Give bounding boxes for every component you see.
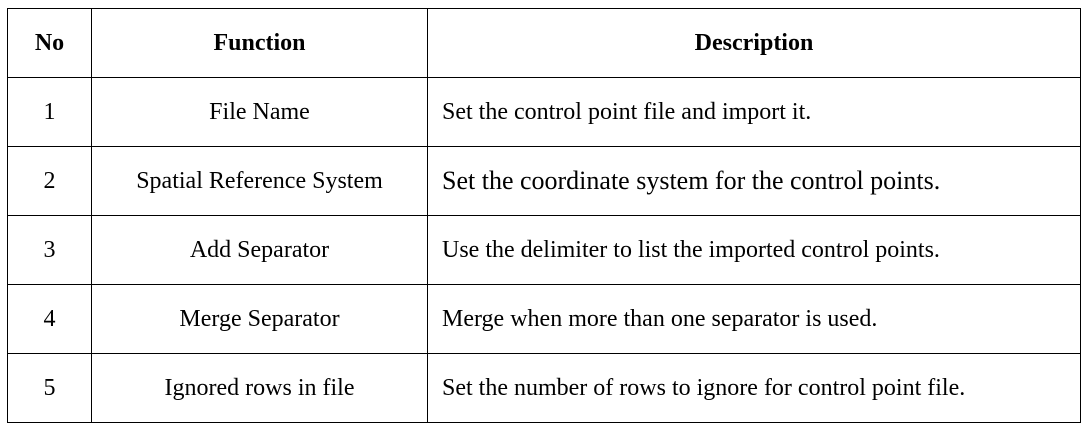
function-description: Set the number of rows to ignore for con… [427, 353, 1081, 423]
header-description: Description [427, 8, 1081, 78]
function-table: No Function Description 1 File Name Set … [7, 8, 1081, 423]
table-row: 1 File Name Set the control point file a… [7, 77, 1081, 147]
table-row: 5 Ignored rows in file Set the number of… [7, 353, 1081, 423]
row-number: 4 [7, 284, 92, 354]
table-header-row: No Function Description [7, 8, 1081, 78]
row-number: 3 [7, 215, 92, 285]
table-row: 4 Merge Separator Merge when more than o… [7, 284, 1081, 354]
header-function: Function [91, 8, 428, 78]
function-name: File Name [91, 77, 428, 147]
table-row: 3 Add Separator Use the delimiter to lis… [7, 215, 1081, 285]
function-table-container: No Function Description 1 File Name Set … [7, 8, 1081, 423]
function-description: Merge when more than one separator is us… [427, 284, 1081, 354]
function-name: Merge Separator [91, 284, 428, 354]
row-number: 2 [7, 146, 92, 216]
function-name: Ignored rows in file [91, 353, 428, 423]
table-row: 2 Spatial Reference System Set the coord… [7, 146, 1081, 216]
function-description: Set the coordinate system for the contro… [427, 146, 1081, 216]
function-name: Spatial Reference System [91, 146, 428, 216]
header-no: No [7, 8, 92, 78]
row-number: 1 [7, 77, 92, 147]
function-description: Use the delimiter to list the imported c… [427, 215, 1081, 285]
row-number: 5 [7, 353, 92, 423]
function-name: Add Separator [91, 215, 428, 285]
function-description: Set the control point file and import it… [427, 77, 1081, 147]
